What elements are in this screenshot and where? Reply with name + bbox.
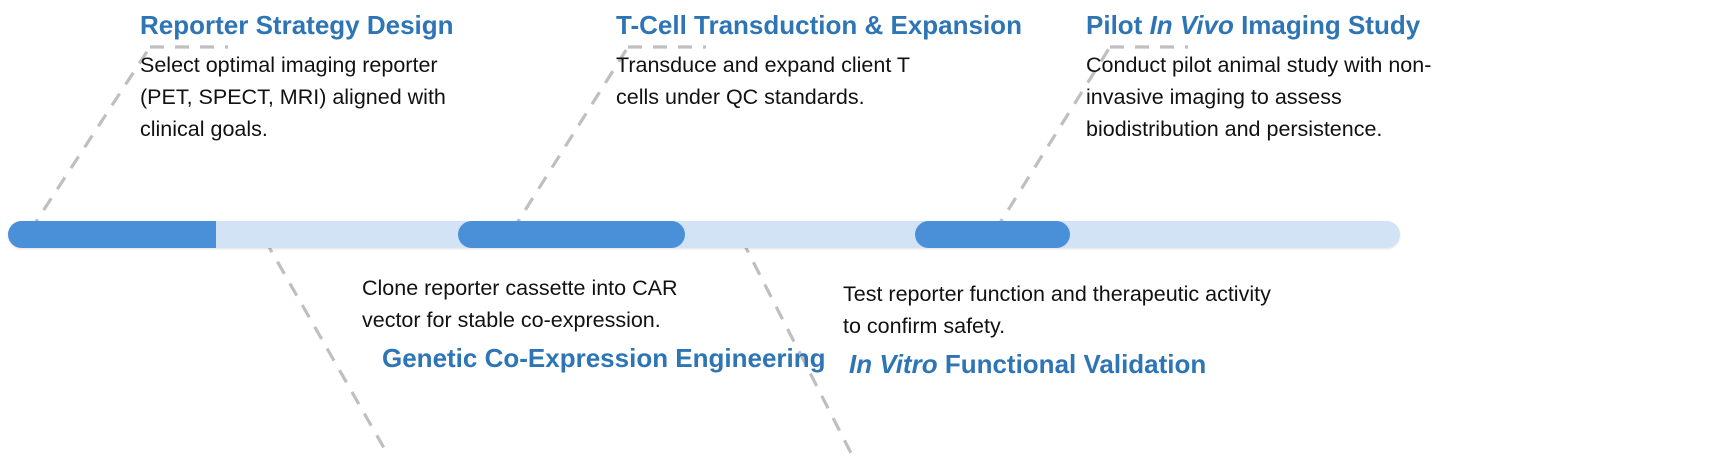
milestone-title-pre: Pilot xyxy=(1086,10,1150,40)
milestone-genetic-co-expression-engineering[interactable]: Clone reporter cassette into CAR vector … xyxy=(362,272,832,373)
milestone-body: Select optimal imaging reporter (PET, SP… xyxy=(140,53,446,141)
milestone-t-cell-transduction-expansion[interactable]: T-Cell Transduction & Expansion Transduc… xyxy=(616,10,1036,113)
milestone-body: Conduct pilot animal study with non-inva… xyxy=(1086,53,1432,141)
milestone-title: Pilot In Vivo Imaging Study xyxy=(1086,10,1486,40)
milestone-title-post: Functional Validation xyxy=(937,349,1207,379)
milestone-body: Test reporter function and therapeutic a… xyxy=(843,282,1271,338)
milestone-title: In Vitro Functional Validation xyxy=(849,349,1313,379)
milestone-in-vitro-functional-validation[interactable]: Test reporter function and therapeutic a… xyxy=(843,278,1313,379)
milestone-title: Reporter Strategy Design xyxy=(140,10,454,40)
timeline-segment-5[interactable] xyxy=(915,221,1070,248)
milestone-title: Genetic Co-Expression Engineering xyxy=(382,343,826,373)
milestone-reporter-strategy-design[interactable]: Reporter Strategy Design Select optimal … xyxy=(140,10,540,145)
milestone-body: Transduce and expand client T cells unde… xyxy=(616,53,910,109)
timeline-bar[interactable] xyxy=(8,221,1400,248)
milestone-title: T-Cell Transduction & Expansion xyxy=(616,10,1022,40)
timeline-segment-1[interactable] xyxy=(8,221,216,248)
milestone-title-italic: In Vivo xyxy=(1149,10,1234,40)
milestone-title-italic: In Vitro xyxy=(849,349,938,379)
milestone-title-post: Imaging Study xyxy=(1233,10,1421,40)
milestone-body: Clone reporter cassette into CAR vector … xyxy=(362,276,678,332)
milestone-pilot-in-vivo-imaging-study[interactable]: Pilot In Vivo Imaging Study Conduct pilo… xyxy=(1086,10,1486,145)
timeline-segment-3[interactable] xyxy=(458,221,685,248)
connector-line-1 xyxy=(28,46,152,232)
